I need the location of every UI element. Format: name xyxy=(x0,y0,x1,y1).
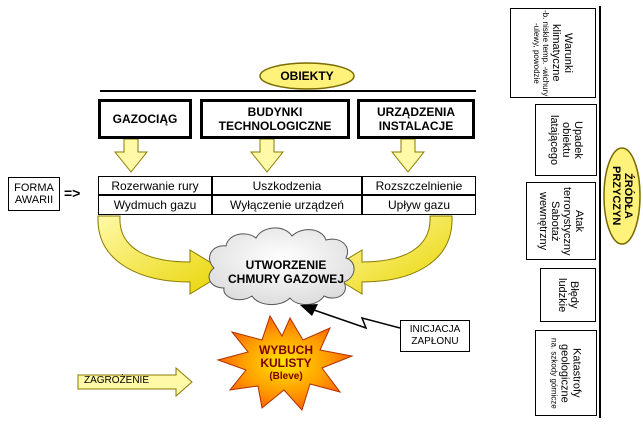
source-climate: Warunki klimatyczne -b. niskie temp. -wi… xyxy=(510,8,596,98)
sources-label: ŹRÓDŁA PRZYCZYN xyxy=(610,166,634,225)
source-terror-title: Atak terrorystyczny Sabotaż wewnętrzny xyxy=(537,186,585,256)
source-terror: Atak terrorystyczny Sabotaż wewnętrzny xyxy=(526,182,596,260)
explosion-label: WYBUCH KULISTY (Bleve) xyxy=(246,344,326,383)
sources-badge-shape xyxy=(603,147,641,245)
cloud-line1: UTWORZENIE xyxy=(245,258,327,272)
cloud-label: UTWORZENIE CHMURY GAZOWEJ xyxy=(226,258,346,286)
source-climate-text: Warunki klimatyczne -b. niskie temp. -wi… xyxy=(532,9,574,97)
object-gas-pipeline-label: GAZOCIĄG xyxy=(112,112,178,126)
hazard-label: ZAGROŻENIE xyxy=(84,375,150,386)
failure-form-box: FORMA AWARII xyxy=(8,177,60,211)
hazard-arrow xyxy=(77,366,193,398)
ignition-line2: ZAPŁONU xyxy=(411,336,459,347)
curve-arrow-left xyxy=(97,215,227,295)
cloud-shape xyxy=(208,227,355,305)
source-flying-object-title: Upadek obiektu latającego xyxy=(548,114,584,166)
failure-col3-top: Rozszczelnienie xyxy=(362,176,476,195)
explosion-shape xyxy=(216,314,354,411)
down-arrow-2 xyxy=(249,138,285,173)
explosion-line1: WYBUCH xyxy=(259,343,313,357)
ignition-line1: INICJACJA xyxy=(409,324,461,335)
source-geology-title: Katastrofy geologiczne xyxy=(558,343,583,403)
failure-col3-bottom: Upływ gazu xyxy=(362,195,476,215)
object-devices-line2: INSTALACJE xyxy=(378,119,454,133)
sources-label-line1: ŹRÓDŁA xyxy=(622,172,634,219)
ignition-box: INICJACJA ZAPŁONU xyxy=(400,320,470,352)
object-devices-line1: URZĄDZENIA xyxy=(377,105,455,119)
explosion-line3: (Bleve) xyxy=(269,371,303,382)
failure-form-line1: FORMA xyxy=(14,182,54,194)
source-geology-sub: na. szkody górnicze xyxy=(549,337,559,409)
lightning-arrowhead xyxy=(300,304,318,316)
source-flying-object: Upadek obiektu latającego xyxy=(535,104,597,176)
source-human-error-title: Błędy ludzkie xyxy=(556,277,580,313)
object-buildings-line2: TECHNOLOGICZNE xyxy=(218,119,332,133)
cloud-line2: CHMURY GAZOWEJ xyxy=(227,272,344,286)
down-arrow-1 xyxy=(113,138,149,173)
source-climate-sub: -b. niskie temp. -wichury -ulewy, powodz… xyxy=(532,9,550,97)
explosion-line2: KULISTY xyxy=(260,356,312,370)
failure-col1-bottom: Wydmuch gazu xyxy=(98,195,212,215)
source-human-error: Błędy ludzkie xyxy=(540,268,596,322)
object-box-buildings: BUDYNKI TECHNOLOGICZNE xyxy=(200,99,350,139)
failure-form-line2: AWARII xyxy=(14,194,54,206)
curve-arrow-right xyxy=(325,215,453,295)
source-geology-text: Katastrofy geologiczne na. szkody górnic… xyxy=(550,331,583,415)
source-climate-title: Warunki klimatyczne xyxy=(550,24,574,82)
objects-badge-shape xyxy=(259,62,355,90)
sources-label-line2: PRZYCZYN xyxy=(610,166,622,226)
failure-col1-top: Rozerwanie rury xyxy=(98,176,212,195)
failure-col2-bottom: Wyłączenie urządzeń xyxy=(212,195,362,215)
down-arrow-3 xyxy=(390,138,426,173)
source-geology: Katastrofy geologiczne na. szkody górnic… xyxy=(535,330,597,416)
failure-col2-top: Uszkodzenia xyxy=(212,176,362,195)
object-box-gas-pipeline: GAZOCIĄG xyxy=(98,99,192,139)
failure-form-arrow: => xyxy=(64,185,81,201)
objects-label: OBIEKTY xyxy=(280,69,334,83)
object-box-devices: URZĄDZENIA INSTALACJE xyxy=(357,99,475,139)
lightning-arrow xyxy=(313,309,401,330)
object-buildings-line1: BUDYNKI xyxy=(247,105,303,119)
